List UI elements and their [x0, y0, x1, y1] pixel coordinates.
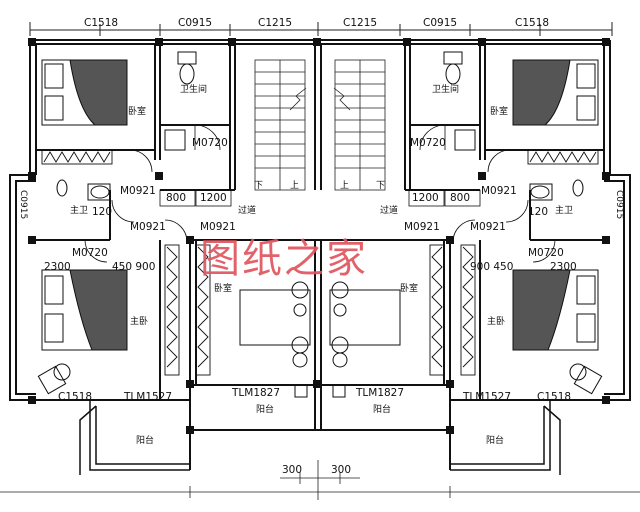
top-dimension-line — [29, 22, 613, 36]
window-label: C0915 — [18, 190, 28, 220]
bed-top-left — [41, 59, 128, 126]
dimension-label: 800 — [450, 192, 471, 204]
window-label: C1518 — [515, 17, 550, 29]
door-label: M0720 — [528, 247, 564, 259]
dimension-label: 900 450 — [470, 261, 514, 273]
dimension-label: 1200 — [412, 192, 439, 204]
dimension-label: 300 — [331, 464, 352, 476]
watermark-text: 图纸之家 — [200, 236, 368, 282]
dimension-boxes — [159, 189, 481, 207]
columns — [28, 38, 610, 434]
door-label: M0921 — [200, 221, 236, 233]
window-label: C0915 — [178, 17, 213, 29]
room-label: 阳台 — [486, 436, 505, 446]
bottom-dimension-line — [0, 460, 640, 500]
room-label: 主卫 — [555, 206, 574, 216]
dimension-label: 1200 — [200, 192, 227, 204]
bed-bottom-right — [512, 269, 599, 351]
room-label: 卧室 — [490, 107, 509, 117]
door-label: M0921 — [130, 221, 166, 233]
room-label: 主卧 — [487, 317, 506, 327]
room-label: 阳台 — [256, 405, 275, 415]
door-label: M0921 — [120, 185, 156, 197]
room-label: 过道 — [238, 206, 257, 216]
room-label: 卫生间 — [180, 85, 208, 95]
door-label: M0720 — [72, 247, 108, 259]
door-label: M0921 — [470, 221, 506, 233]
dimension-label: 300 — [282, 464, 303, 476]
room-label: 阳台 — [373, 405, 392, 415]
door-swings — [84, 124, 556, 263]
stair-label: 下 — [254, 181, 264, 191]
window-label: C0915 — [614, 190, 624, 220]
window-label: C1518 — [58, 391, 93, 403]
door-label: TLM1527 — [463, 391, 512, 403]
wardrobes — [41, 149, 599, 376]
bed-top-right — [512, 59, 599, 126]
room-label: 卧室 — [400, 284, 419, 294]
dimension-label: 450 900 — [112, 261, 156, 273]
window-label: C1518 — [84, 17, 119, 29]
door-label: M0720 — [192, 137, 228, 149]
sanitary-fixtures — [37, 51, 603, 395]
window-label: C1215 — [343, 17, 378, 29]
stair-label: 下 — [376, 181, 386, 191]
stair-label: 上 — [290, 181, 300, 191]
dimension-label: 120 — [92, 206, 113, 218]
door-label: M0921 — [404, 221, 440, 233]
room-label: 卧室 — [128, 107, 147, 117]
door-label: TLM1827 — [232, 387, 281, 399]
room-label: 卧室 — [214, 284, 233, 294]
window-label: C0915 — [423, 17, 458, 29]
window-label: C1518 — [537, 391, 572, 403]
room-label: 主卫 — [70, 206, 89, 216]
bed-bottom-left — [41, 269, 128, 351]
mid-furniture — [239, 281, 401, 398]
dimension-label: 120 — [528, 206, 549, 218]
stair-label: 上 — [340, 181, 350, 191]
room-label: 阳台 — [136, 436, 155, 446]
door-label: M0720 — [410, 137, 446, 149]
balconies — [79, 400, 561, 475]
room-label: 主卧 — [130, 317, 149, 327]
room-label: 过道 — [380, 206, 399, 216]
window-label: C1215 — [258, 17, 293, 29]
dimension-label: 800 — [166, 192, 187, 204]
stairs — [254, 59, 386, 191]
dimension-label: 2300 — [550, 261, 577, 273]
door-label: TLM1827 — [356, 387, 405, 399]
dimension-label: 2300 — [44, 261, 71, 273]
room-label: 卫生间 — [432, 85, 460, 95]
door-label: M0921 — [481, 185, 517, 197]
door-label: TLM1527 — [124, 391, 173, 403]
